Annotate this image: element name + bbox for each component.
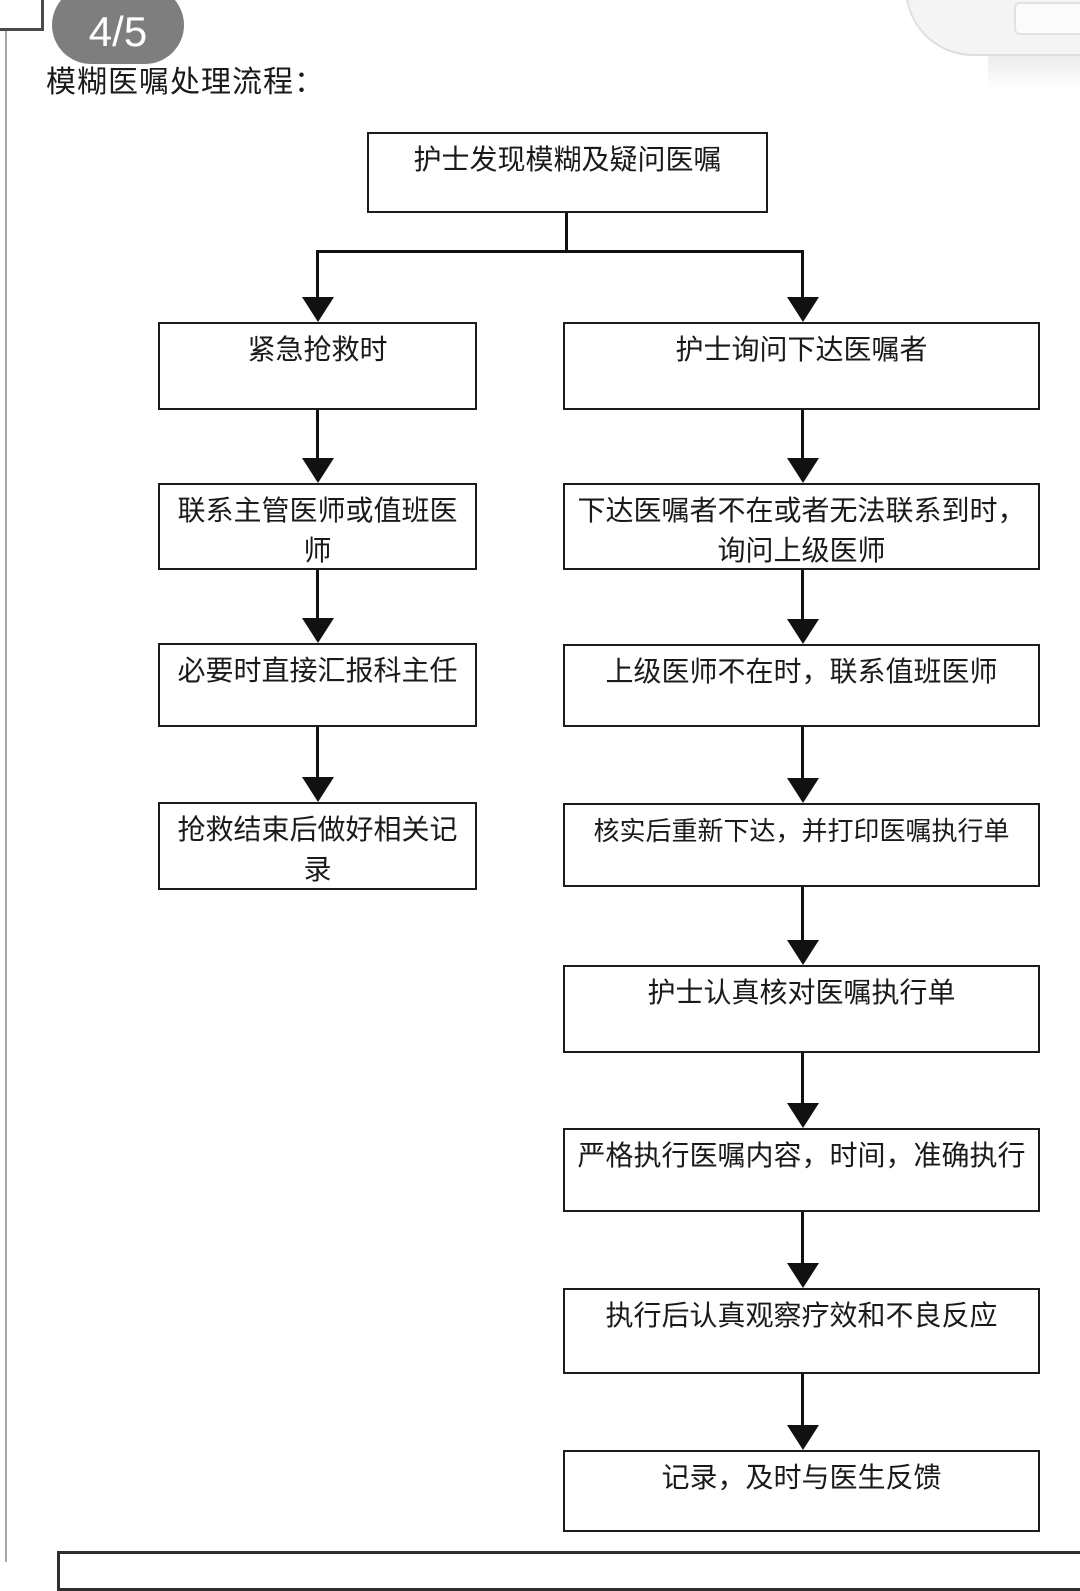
- connector: [565, 213, 568, 253]
- arrowhead-icon: [787, 1425, 819, 1450]
- connector: [801, 410, 804, 459]
- connector: [316, 570, 319, 619]
- flow-node-right-5: 护士认真核对医嘱执行单: [563, 965, 1040, 1053]
- connector: [801, 1374, 804, 1426]
- page-left-border: [5, 0, 7, 1562]
- flow-node-right-4: 核实后重新下达，并打印医嘱执行单: [563, 803, 1040, 887]
- arrowhead-icon: [787, 778, 819, 803]
- arrowhead-icon: [787, 1103, 819, 1128]
- document-title: 模糊医嘱处理流程：: [46, 66, 325, 99]
- connector: [801, 570, 804, 620]
- connector: [316, 410, 319, 459]
- flow-node-right-8: 记录，及时与医生反馈: [563, 1450, 1040, 1532]
- flow-node-right-2: 下达医嘱者不在或者无法联系到时， 询问上级医师: [563, 483, 1040, 570]
- arrowhead-icon: [787, 1263, 819, 1288]
- flow-node-right-3: 上级医师不在时，联系值班医师: [563, 644, 1040, 727]
- connector: [801, 1212, 804, 1264]
- page-indicator-badge: 4/5: [52, 0, 184, 64]
- connector: [801, 727, 804, 779]
- arrowhead-icon: [302, 777, 334, 802]
- connector: [316, 250, 319, 298]
- arrowhead-icon: [302, 458, 334, 483]
- connector: [801, 1053, 804, 1104]
- page-corner-artifact: [0, 0, 44, 31]
- flow-node-start: 护士发现模糊及疑问医嘱: [367, 132, 768, 213]
- flow-node-right-6: 严格执行医嘱内容，时间，准确执行: [563, 1128, 1040, 1212]
- flow-node-left-1: 紧急抢救时: [158, 322, 477, 410]
- next-page-box-partial: [57, 1551, 1080, 1591]
- arrowhead-icon: [302, 297, 334, 322]
- arrowhead-icon: [787, 619, 819, 644]
- arrowhead-icon: [302, 618, 334, 643]
- arrowhead-icon: [787, 940, 819, 965]
- connector: [316, 250, 804, 253]
- arrowhead-icon: [787, 297, 819, 322]
- overlay-tab: [1014, 2, 1080, 35]
- arrowhead-icon: [787, 458, 819, 483]
- overlay-sheet-shadow: [988, 56, 1080, 90]
- connector: [316, 727, 319, 778]
- connector: [801, 887, 804, 941]
- flow-node-left-4: 抢救结束后做好相关记 录: [158, 802, 477, 890]
- flow-node-left-2: 联系主管医师或值班医 师: [158, 483, 477, 570]
- flow-node-right-1: 护士询问下达医嘱者: [563, 322, 1040, 410]
- connector: [801, 250, 804, 298]
- flow-node-left-3: 必要时直接汇报科主任: [158, 643, 477, 727]
- flow-node-right-7: 执行后认真观察疗效和不良反应: [563, 1288, 1040, 1374]
